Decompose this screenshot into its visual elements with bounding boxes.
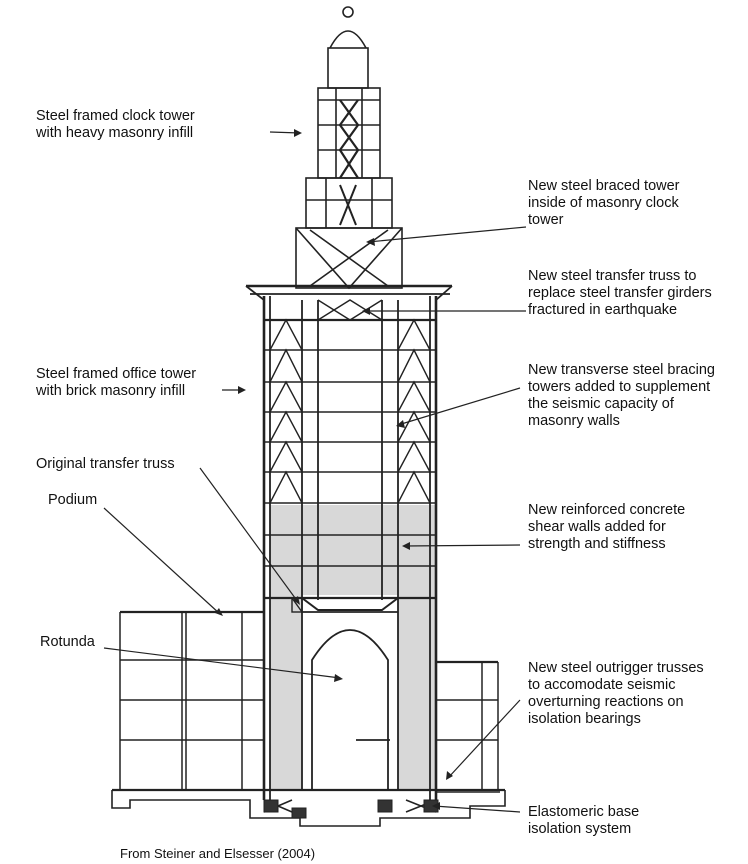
base-isolation-leader: [433, 805, 521, 813]
outrigger-leader: [447, 699, 521, 779]
isolation-bearings: [263, 799, 439, 819]
podium: [119, 610, 499, 790]
clock-tower: [295, 6, 403, 290]
original-truss-leader: [199, 467, 299, 603]
floor-bracing: [264, 299, 436, 613]
rotunda-leader: [103, 647, 341, 679]
rotunda-arch: [302, 611, 398, 790]
leader-lines: [103, 131, 527, 813]
bracing-towers-leader: [397, 387, 521, 426]
foundation: [111, 788, 506, 827]
label-rotunda: Rotunda: [40, 634, 95, 650]
label-podium: Podium: [48, 492, 98, 508]
shear-walls-leader: [403, 544, 521, 547]
braced-tower-leader: [367, 226, 527, 243]
label-original-truss: Original transfer truss: [36, 456, 175, 472]
podium-leader: [103, 507, 221, 615]
source-credit: From Steiner and Elsesser (2004): [120, 846, 316, 861]
arrowheads: [215, 129, 453, 810]
